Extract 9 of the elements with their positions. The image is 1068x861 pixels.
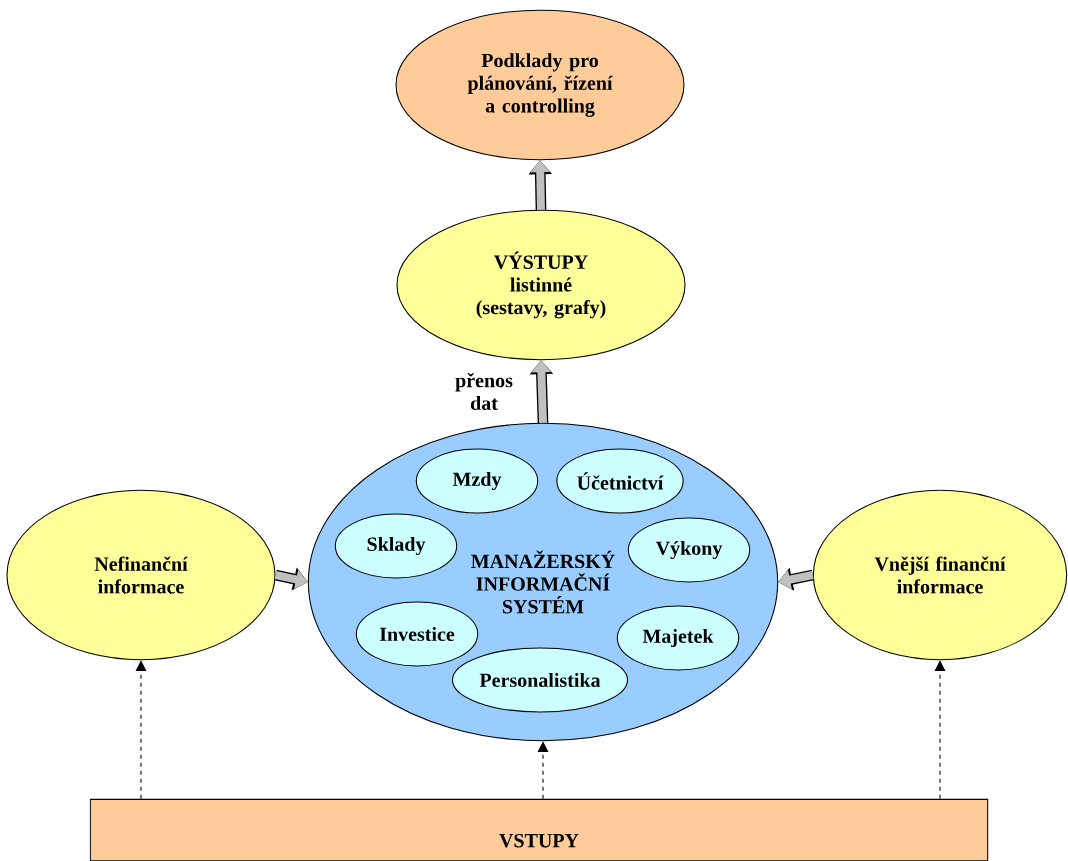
dashed-arrow — [934, 660, 946, 800]
dashed-arrow — [135, 660, 147, 800]
ellipse-node: VÝSTUPY listinné (sestavy, grafy) — [396, 209, 686, 361]
input-box: VSTUPY — [89, 798, 989, 861]
ellipse-node: Vnější finanční informace — [812, 489, 1068, 661]
ellipse-node: Podklady pro plánování, řízení a controlling — [395, 9, 685, 161]
dashed-arrow — [537, 741, 549, 800]
edge-label: přenos dat — [455, 373, 513, 410]
ellipse-node: Nefinanční informace — [6, 489, 276, 661]
